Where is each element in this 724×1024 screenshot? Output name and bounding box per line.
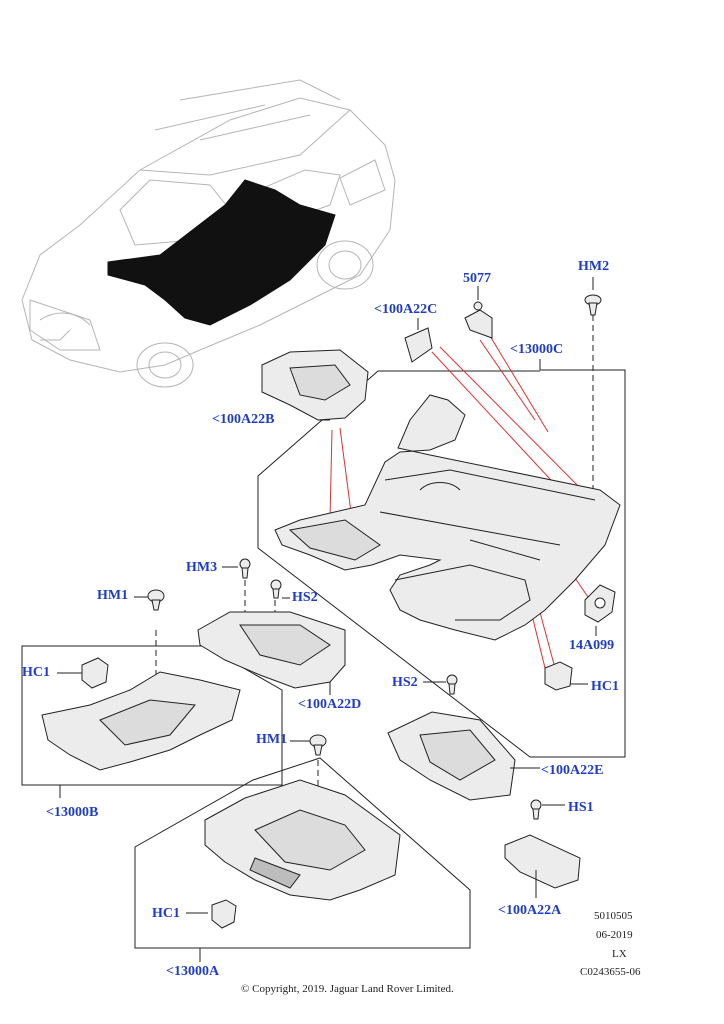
clip-5077 [464, 301, 493, 339]
group-box-13000b [21, 645, 283, 786]
callout-hs1: HS1 [568, 800, 594, 815]
fastener-hm2 [584, 294, 602, 316]
fastener-hs2-upper [270, 579, 282, 599]
clip-hc1-left [81, 657, 109, 689]
diagram-reference: C0243655-06 [580, 966, 641, 978]
front-carpet-13000b [41, 671, 241, 771]
diagram-code: 5010505 [594, 910, 633, 922]
callout-13000a: <13000A [166, 964, 220, 979]
callout-hm3: HM3 [186, 560, 218, 575]
label-leaders [57, 277, 597, 962]
callout-100a22c: <100A22C [374, 302, 438, 317]
fastener-hs1 [530, 799, 542, 820]
clip-hc1-right [544, 661, 573, 691]
fastener-hm3 [239, 558, 251, 579]
callout-hc1-left: HC1 [22, 665, 50, 680]
fastener-hs2-lower [446, 674, 458, 695]
callout-5077: 5077 [463, 271, 491, 286]
copyright-notice: © Copyright, 2019. Jaguar Land Rover Lim… [241, 983, 454, 995]
front-carpet-13000a [204, 779, 401, 901]
bracket-14a099 [584, 584, 616, 623]
group-box-13000a [134, 757, 471, 949]
vehicle-illustration [21, 79, 396, 388]
callout-hm1-upper: HM1 [97, 588, 129, 603]
callout-100a22d: <100A22D [298, 697, 362, 712]
callout-hs2-lower: HS2 [392, 675, 418, 690]
insulator-100a22d [197, 611, 346, 689]
diagram-date: 06-2019 [596, 929, 633, 941]
insulator-100a22a [504, 834, 581, 889]
callout-hs2-upper: HS2 [292, 590, 318, 605]
callout-100a22b: <100A22B [212, 412, 275, 427]
pad-100a22c [404, 327, 433, 363]
insulator-100a22e [387, 711, 516, 801]
callout-100a22a: <100A22A [498, 903, 562, 918]
callout-13000b: <13000B [46, 805, 99, 820]
callout-hm2: HM2 [578, 259, 610, 274]
callout-hc1-right: HC1 [591, 679, 619, 694]
diagram-model: LX [612, 948, 627, 960]
rear-floor-carpet-13000c [274, 394, 621, 641]
fastener-hm1-lower [309, 734, 327, 756]
vehicle-carpet-highlight [107, 179, 336, 326]
callout-hm1-lower: HM1 [256, 732, 288, 747]
callout-hc1-bottom: HC1 [152, 906, 180, 921]
clip-hc1-bottom [211, 899, 237, 929]
callout-14a099: 14A099 [569, 638, 615, 653]
callout-100a22e: <100A22E [541, 763, 604, 778]
callout-13000c: <13000C [510, 342, 564, 357]
insulator-100a22b [261, 349, 369, 421]
fastener-hm1-upper [147, 589, 165, 611]
